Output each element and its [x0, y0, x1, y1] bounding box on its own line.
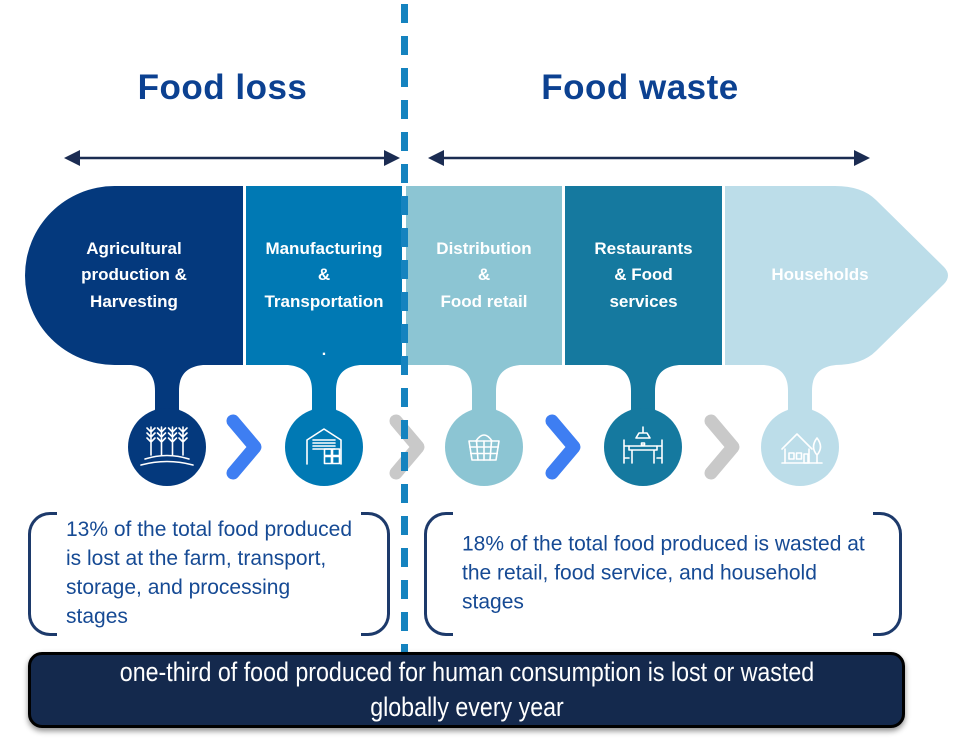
- bracket-left: [424, 512, 453, 636]
- stage-households: Households: [725, 186, 965, 365]
- stage-agricultural-production: Agricultural production & Harvesting: [25, 186, 243, 365]
- bracket-left: [28, 512, 57, 636]
- chevron-right-icon: [704, 414, 740, 480]
- manufacturing-icon-node: [285, 365, 363, 486]
- warehouse-icon: [306, 428, 342, 465]
- food-waste-range-arrow: [428, 150, 870, 166]
- food-loss-statistic: 13% of the total food produced is lost a…: [66, 518, 353, 628]
- house-icon: [781, 433, 823, 464]
- stage-label: Agricultural production & Harvesting: [81, 238, 187, 311]
- food-waste-callout: 18% of the total food produced is wasted…: [424, 512, 902, 636]
- food-waste-title: Food waste: [541, 68, 739, 107]
- summary-banner-text: one-third of food produced for human con…: [119, 656, 814, 722]
- food-loss-callout: 13% of the total food produced is lost a…: [28, 512, 390, 636]
- stage-label: Distribution & Food retail: [436, 238, 532, 311]
- stray-dot: .: [321, 342, 327, 359]
- loss-waste-divider-dashed-line: [401, 4, 408, 654]
- chevron-right-icon: [545, 414, 581, 480]
- bracket-right: [873, 512, 902, 636]
- restaurants-icon-node: [604, 365, 682, 486]
- basket-icon: [468, 434, 500, 461]
- chevron-right-icon: [226, 414, 262, 480]
- households-icon-node: [761, 365, 839, 486]
- stage-manufacturing-transportation: Manufacturing & Transportation .: [246, 186, 402, 365]
- households-arrow-shape: [725, 186, 948, 365]
- stage-label: Households: [771, 265, 869, 285]
- agriculture-icon-node: [128, 365, 206, 486]
- restaurant-icon: [623, 426, 663, 464]
- stage-label: Manufacturing & Transportation: [264, 238, 384, 311]
- distribution-icon-node: [445, 365, 523, 486]
- summary-banner: one-third of food produced for human con…: [28, 652, 905, 728]
- food-loss-range-arrow: [64, 150, 400, 166]
- supply-chain-band: Agricultural production & Harvesting Man…: [0, 186, 973, 365]
- food-loss-title: Food loss: [137, 68, 308, 107]
- wheat-icon: [140, 426, 194, 466]
- stage-label: Restaurants & Food services: [594, 238, 693, 311]
- bracket-right: [361, 512, 390, 636]
- stage-distribution-food-retail: Distribution & Food retail: [406, 186, 562, 365]
- stage-restaurants-food-services: Restaurants & Food services: [565, 186, 722, 365]
- food-waste-statistic: 18% of the total food produced is wasted…: [462, 532, 865, 614]
